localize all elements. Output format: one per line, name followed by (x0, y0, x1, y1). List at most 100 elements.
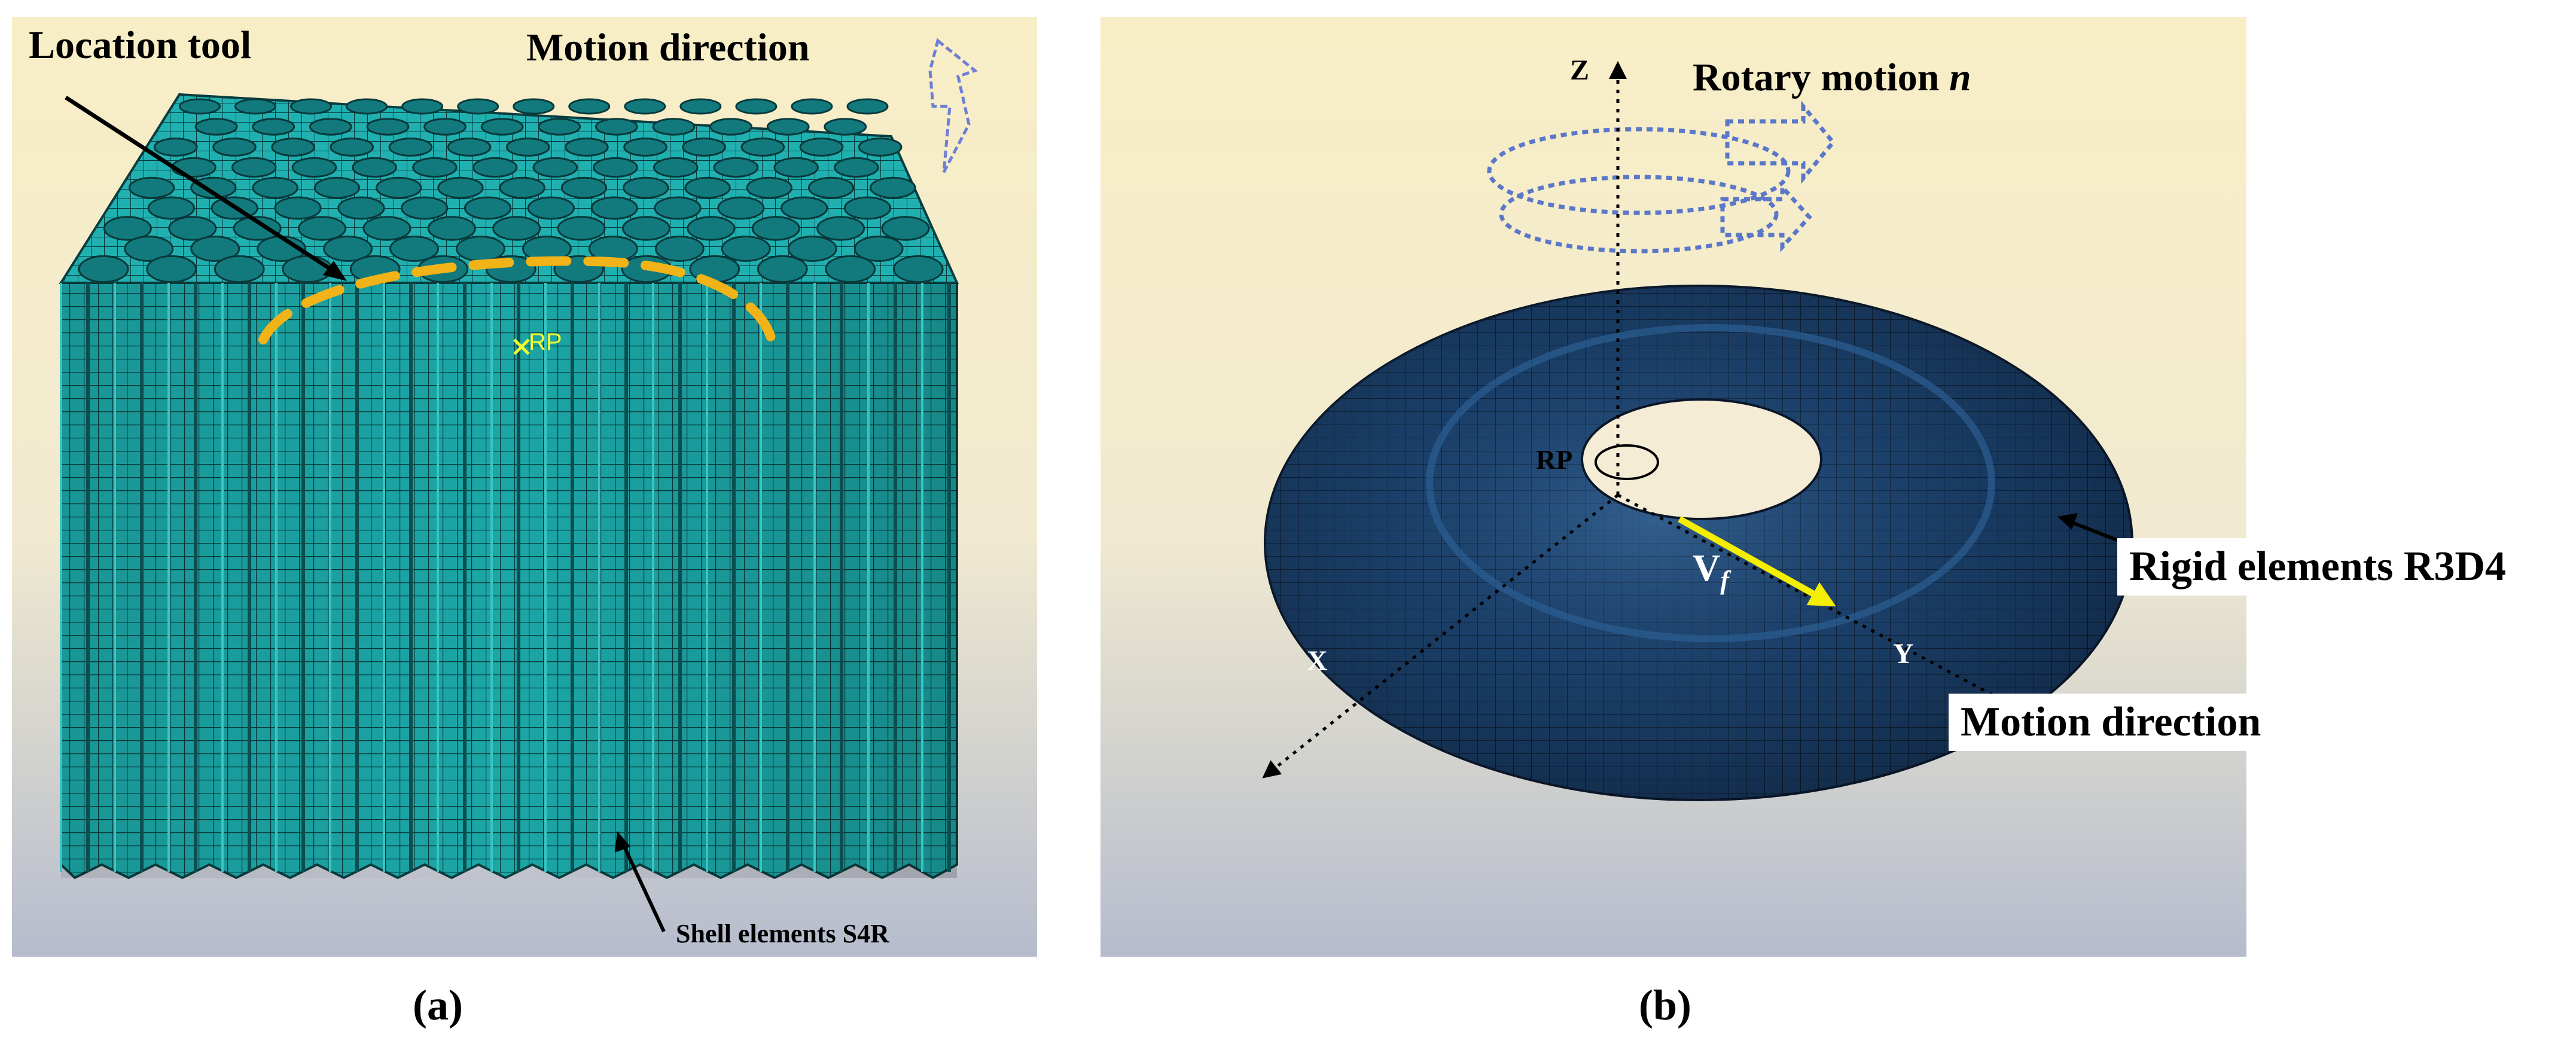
honeycomb-cell-opening (231, 157, 277, 178)
honeycomb-cell-opening (480, 118, 524, 136)
honeycomb-cell-opening (740, 138, 785, 157)
honeycomb-cell-opening (532, 157, 578, 178)
motion-direction-label-b: Motion direction (1949, 694, 2273, 751)
honeycomb-cell-opening (298, 216, 347, 241)
honeycomb-cell-opening (214, 255, 265, 283)
honeycomb-cell-opening (654, 236, 705, 262)
honeycomb-cell-opening (746, 176, 792, 199)
honeycomb-cell-opening (401, 98, 444, 115)
honeycomb-cell-opening (252, 176, 298, 199)
rigid-elements-pointer-head (2057, 513, 2078, 530)
honeycomb-cell-opening (717, 196, 765, 220)
honeycomb-cell-opening (834, 157, 879, 178)
honeycomb-cell-opening (472, 157, 518, 178)
panel-a-honeycomb-model: Location tool Motion direction RP Shell … (12, 17, 1037, 957)
location-tool-outline (258, 256, 776, 344)
rp-marker-b (1595, 444, 1659, 480)
honeycomb-cell-opening (687, 216, 736, 241)
honeycomb-cell-opening (527, 196, 575, 220)
honeycomb-cell-opening (881, 216, 930, 241)
rotary-motion-label: Rotary motion n (1693, 56, 1971, 99)
honeycomb-cell-opening (713, 157, 759, 178)
rigid-elements-label: Rigid elements R3D4 (2117, 538, 2518, 596)
honeycomb-cell-opening (560, 176, 608, 199)
rp-label-b: RP (1536, 444, 1573, 475)
honeycomb-cell-opening (194, 118, 238, 136)
rotary-tool-figure (1100, 17, 2246, 957)
honeycomb-cell-opening (593, 157, 638, 178)
honeycomb-flutes (60, 283, 951, 872)
honeycomb-cell-opening (234, 98, 276, 115)
honeycomb-cell-opening (337, 196, 385, 220)
honeycomb-cell-opening (103, 216, 152, 241)
honeycomb-cell-opening (291, 157, 337, 178)
honeycomb-cell-opening (709, 118, 752, 136)
rigid-tool-inner-ridge (1426, 324, 1995, 642)
honeycomb-cell-opening (168, 216, 217, 241)
honeycomb-cell-opening (513, 98, 555, 115)
y-axis-label: Y (1893, 638, 1914, 670)
honeycomb-cell-opening (352, 157, 397, 178)
honeycomb-cell-opening (816, 216, 865, 241)
location-tool-pointer-head (323, 261, 347, 281)
honeycomb-cell-opening (799, 138, 844, 157)
rigid-tool-hole (1581, 398, 1822, 520)
motion-direction-label-a: Motion direction (526, 26, 810, 69)
honeycomb-cell-opening (787, 236, 837, 262)
honeycomb-cell-opening (388, 138, 433, 157)
rigid-tool-disk-shading (1265, 286, 2132, 800)
honeycomb-cell-opening (178, 98, 221, 115)
rp-marker-a (513, 338, 530, 355)
honeycomb-cell-opening (870, 176, 916, 199)
honeycomb-cells (78, 98, 944, 283)
honeycomb-cell-opening (773, 157, 819, 178)
honeycomb-cell-opening (423, 118, 467, 136)
honeycomb-cell-opening (824, 118, 867, 136)
honeycomb-cell-opening (457, 98, 499, 115)
honeycomb-cell-opening (807, 176, 855, 199)
caption-a: (a) (413, 981, 463, 1029)
honeycomb-cell-opening (766, 118, 810, 136)
honeycomb-cell-opening (309, 118, 352, 136)
honeycomb-cell-opening (892, 255, 944, 283)
honeycomb-cell-opening (437, 176, 484, 199)
honeycomb-cell-opening (653, 157, 699, 178)
honeycomb-cell-opening (282, 255, 333, 283)
honeycomb-cell-opening (757, 255, 808, 283)
caption-b: (b) (1639, 981, 1691, 1029)
honeycomb-cell-opening (389, 236, 439, 262)
rp-label-a: RP (529, 329, 562, 355)
honeycomb-cell-opening (751, 216, 800, 241)
honeycomb-cell-opening (146, 255, 197, 283)
honeycomb-cell-opening (565, 138, 609, 157)
honeycomb-cell-opening (621, 216, 671, 241)
honeycomb-cell-opening (171, 157, 217, 178)
honeycomb-cell-opening (290, 98, 333, 115)
shell-elements-label: Shell elements S4R (676, 919, 889, 948)
honeycomb-cell-opening (323, 236, 373, 262)
honeycomb-cell-opening (401, 196, 449, 220)
honeycomb-cell-opening (735, 98, 778, 115)
location-tool-pointer (65, 96, 339, 276)
honeycomb-cell-opening (271, 138, 315, 157)
honeycomb-cell-opening (274, 196, 322, 220)
honeycomb-cell-opening (846, 98, 889, 115)
honeycomb-cell-opening (330, 138, 374, 157)
honeycomb-cell-opening (499, 176, 545, 199)
honeycomb-cell-opening (679, 98, 722, 115)
honeycomb-cell-opening (233, 216, 282, 241)
honeycomb-cell-opening (557, 216, 606, 241)
shell-elements-pointer-head (615, 831, 630, 853)
x-axis (1262, 494, 1619, 779)
honeycomb-cell-opening (313, 176, 361, 199)
honeycomb-cell-opening (190, 236, 240, 262)
honeycomb-cell-opening (124, 236, 174, 262)
honeycomb-cell-opening (212, 138, 257, 157)
honeycomb-cell-opening (153, 138, 198, 157)
honeycomb-cell-opening (721, 236, 771, 262)
honeycomb-cell-opening (464, 196, 512, 220)
honeycomb-cell-opening (252, 118, 295, 136)
honeycomb-cell-opening (595, 118, 638, 136)
velocity-label: Vf (1693, 547, 1729, 595)
x-axis-label: X (1307, 645, 1328, 677)
